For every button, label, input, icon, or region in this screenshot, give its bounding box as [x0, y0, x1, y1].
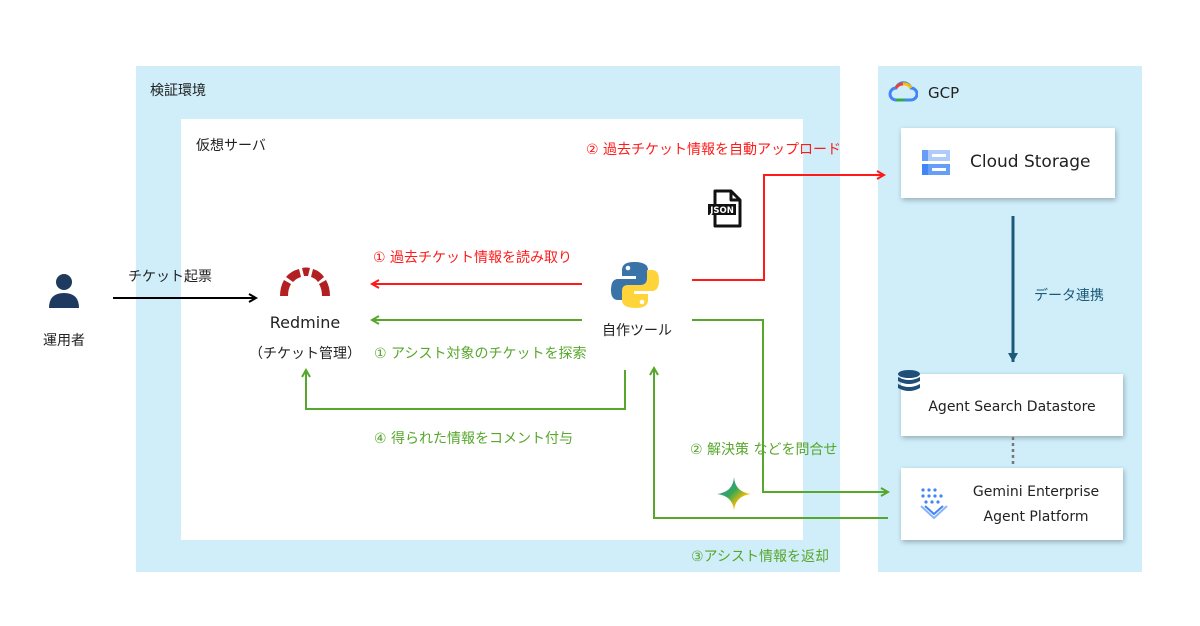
search-target-label: ① アシスト対象のチケットを探索: [374, 346, 587, 362]
datastore-label: Agent Search Datastore: [928, 399, 1096, 415]
cloud-storage-label: Cloud Storage: [970, 152, 1091, 172]
cloud-storage-card: [901, 128, 1115, 198]
json-file-icon: JSON: [708, 189, 742, 228]
gemini-label-line1: Gemini Enterprise: [972, 484, 1100, 500]
auto-upload-label: ② 過去チケット情報を自動アップロード: [586, 142, 841, 158]
operator-label: 運用者: [43, 333, 85, 349]
comment-add-label: ④ 得られた情報をコメント付与: [374, 431, 574, 447]
data-link-label: データ連携: [1034, 288, 1104, 304]
python-logo-icon: [611, 262, 659, 308]
redmine-logo-icon: [280, 267, 330, 296]
auto-upload-arrow: [692, 175, 884, 281]
return-info-label: ③アシスト情報を返却: [691, 549, 829, 565]
inquire-arrow: [692, 319, 888, 492]
datastore-card: [901, 374, 1123, 436]
redmine-sub-label: （チケット管理）: [249, 346, 361, 362]
gcp-cloud-icon: [888, 81, 918, 102]
env-region-label: 検証環境: [150, 83, 206, 99]
gemini-label-line2: Agent Platform: [983, 509, 1089, 525]
redmine-label: Redmine: [269, 313, 341, 332]
ticket-create-label: チケット起票: [128, 269, 212, 285]
comment-add-arrow: [306, 370, 626, 410]
gcp-region-label: GCP: [928, 84, 960, 102]
json-icon-text: JSON: [709, 206, 734, 216]
gemini-card: [901, 468, 1123, 540]
return-info-arrow: [654, 368, 888, 519]
agent-platform-icon: [920, 488, 948, 520]
inquire-label: ② 解決策 などを問合せ: [690, 442, 838, 458]
storage-icon: [922, 150, 950, 175]
gemini-sparkle-icon: [717, 477, 751, 511]
vm-region: [181, 119, 803, 540]
person-icon: [49, 274, 79, 308]
read-past-label: ① 過去チケット情報を読み取り: [373, 250, 573, 266]
vm-region-label: 仮想サーバ: [196, 138, 266, 154]
database-icon: [898, 370, 920, 391]
tool-label: 自作ツール: [602, 323, 672, 339]
